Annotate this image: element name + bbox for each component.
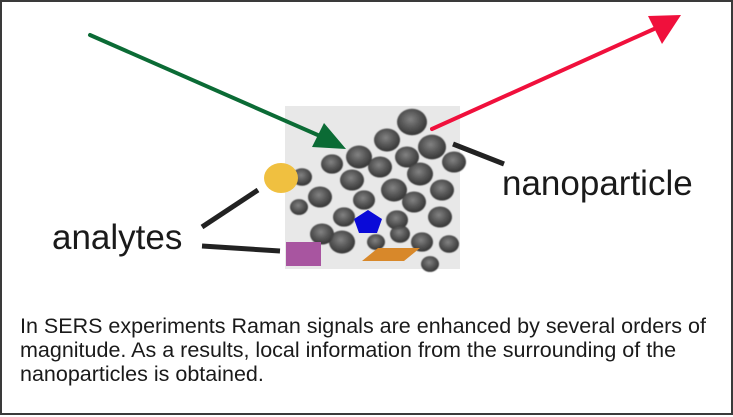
nanoparticle	[308, 186, 332, 208]
nanoparticle	[340, 169, 364, 191]
nanoparticle	[397, 108, 427, 136]
analyte-pentagon-icon	[354, 210, 382, 233]
nanoparticle	[390, 225, 410, 243]
analyte-square-leader-line	[201, 243, 281, 254]
nanoparticle	[430, 179, 454, 201]
nanoparticle	[421, 256, 439, 272]
nanoparticle	[346, 145, 372, 169]
nanoparticle	[428, 206, 452, 228]
nanoparticle-leader-line	[452, 141, 505, 167]
analytes-label: analytes	[52, 218, 183, 257]
nanoparticle	[395, 146, 419, 168]
nanoparticle	[418, 134, 446, 160]
nanoparticle	[290, 199, 308, 215]
nanoparticle	[439, 235, 459, 253]
nanoparticle	[386, 210, 408, 230]
analyte-circle-leader-line	[200, 187, 260, 230]
arrow-scattered-icon	[430, 15, 681, 131]
nanoparticle	[310, 223, 334, 245]
nanoparticle	[329, 230, 355, 254]
analyte-square-icon	[286, 242, 321, 266]
arrow-incident-icon	[88, 33, 346, 149]
analyte-circle-icon	[264, 163, 298, 193]
nanoparticle	[407, 162, 433, 186]
nanoparticle	[333, 207, 355, 227]
nanoparticle	[442, 151, 466, 173]
nanoparticle	[374, 128, 400, 152]
analyte-parallelogram-icon	[362, 248, 420, 261]
nanoparticle	[321, 154, 343, 174]
nanoparticle	[402, 191, 426, 213]
nanoparticle-label: nanoparticle	[502, 164, 693, 203]
nanoparticle	[368, 156, 392, 178]
caption-text: In SERS experiments Raman signals are en…	[20, 314, 706, 386]
nanoparticle	[353, 190, 375, 210]
nanoparticle	[411, 232, 433, 252]
nanoparticle	[367, 234, 385, 250]
nanoparticle-cluster	[290, 108, 466, 272]
nanoparticle	[381, 178, 407, 202]
